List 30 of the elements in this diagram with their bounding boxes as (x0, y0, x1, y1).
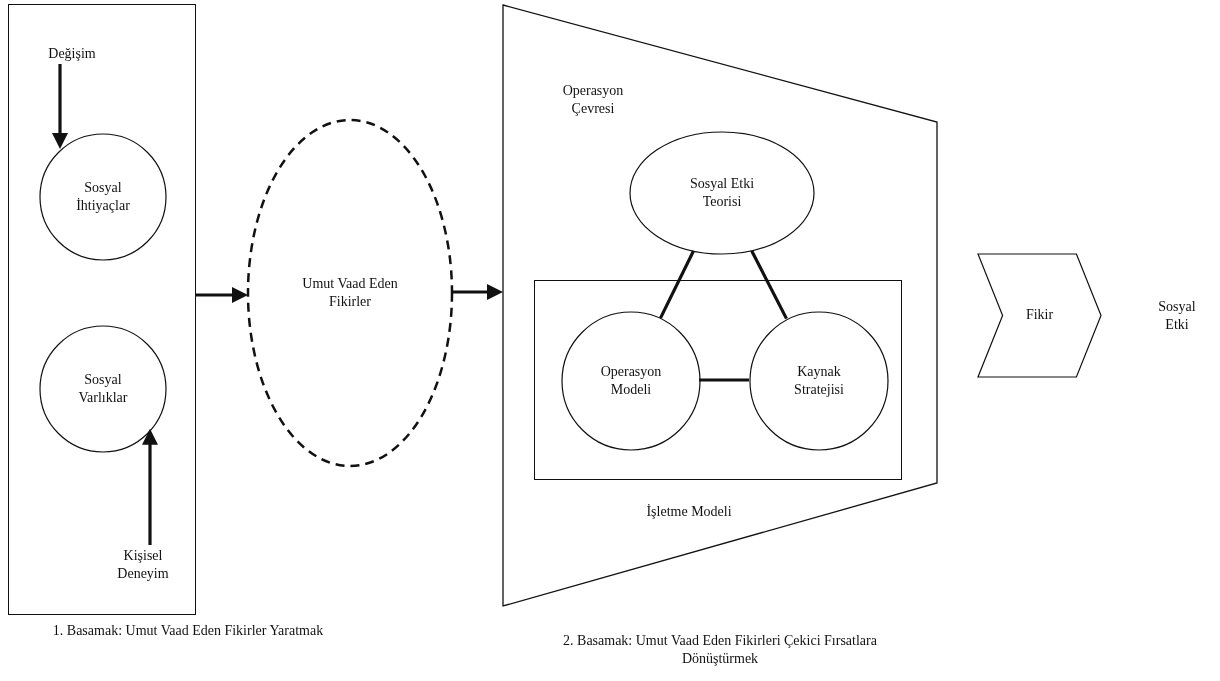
ellipse-node (750, 312, 888, 450)
node-label: Sosyal İhtiyaçlar (75, 178, 131, 215)
arrow (452, 284, 503, 300)
heading-label: İşletme Modeli (645, 503, 733, 521)
node-label: Sosyal Varlıklar (77, 370, 129, 407)
node-label: Sosyal Etki Teorisi (688, 174, 756, 211)
step-caption: 1. Basamak: Umut Vaad Eden Fikirler Yaratmak (51, 622, 325, 640)
ellipse-node (248, 120, 452, 466)
ellipse-node (630, 132, 814, 254)
heading-label: Operasyon Çevresi (561, 82, 625, 119)
arrow (196, 287, 248, 303)
step-caption: 2. Basamak: Umut Vaad Eden Fikirleri Çekici Fırsatlara Dönüştürmek (562, 632, 878, 669)
text-label: Değişim (36, 43, 108, 65)
ellipse-node (562, 312, 700, 450)
node-label: Fikir (1025, 306, 1054, 325)
connector-line (699, 378, 749, 382)
arrow (52, 64, 68, 150)
connector-line (659, 250, 695, 319)
trapezoid-panel (503, 4, 937, 607)
node-label: Kaynak Stratejisi (793, 362, 845, 399)
chevron-shape (978, 254, 1101, 377)
node-label: Operasyon Modeli (599, 362, 663, 399)
ellipse-node (40, 134, 166, 260)
ellipse-node (40, 326, 166, 452)
panel (8, 4, 196, 615)
arrow (142, 428, 158, 545)
connector-line (750, 250, 788, 320)
text-label: Kişisel Deneyim (105, 546, 181, 584)
text-label: Sosyal Etki (1150, 296, 1204, 336)
node-label: Umut Vaad Eden Fikirler (301, 274, 399, 311)
